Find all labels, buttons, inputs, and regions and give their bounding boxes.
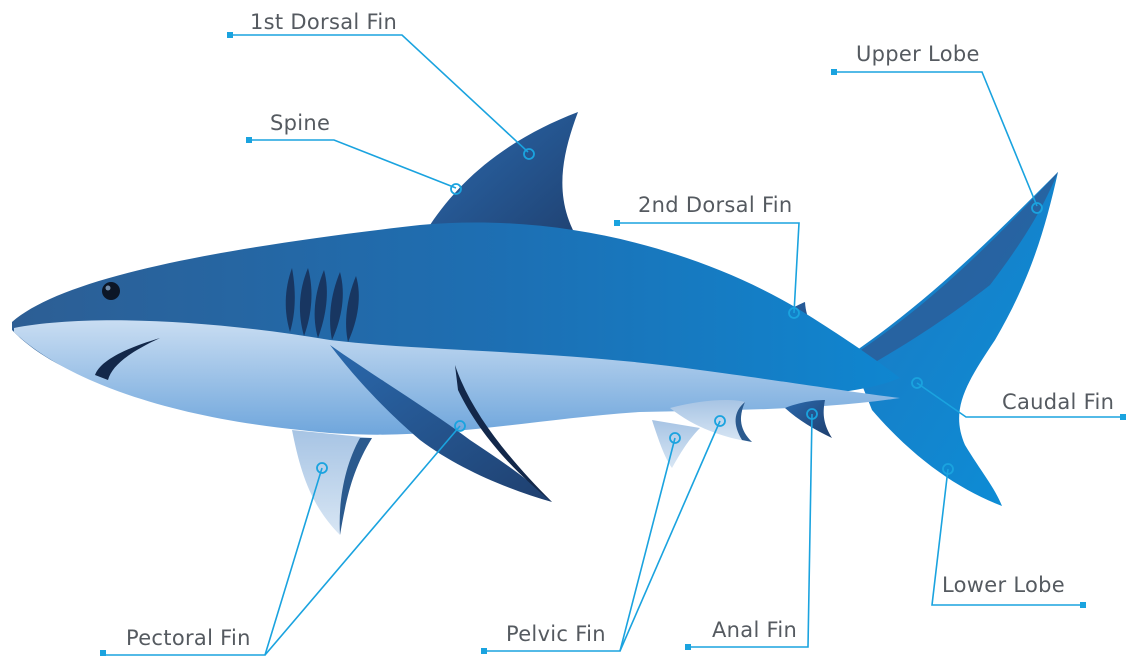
eye-highlight: [106, 286, 111, 291]
far-pelvic-fin: [652, 420, 700, 468]
label-lower-lobe: Lower Lobe: [942, 573, 1065, 597]
label-spine: Spine: [270, 111, 330, 135]
eye: [102, 282, 120, 300]
label-second-dorsal-fin: 2nd Dorsal Fin: [638, 193, 793, 217]
label-upper-lobe: Upper Lobe: [856, 42, 980, 66]
label-anal-fin: Anal Fin: [712, 618, 797, 642]
label-pelvic-fin: Pelvic Fin: [506, 622, 606, 646]
label-pectoral-fin: Pectoral Fin: [126, 626, 251, 650]
shark: [12, 112, 1058, 535]
label-caudal-fin: Caudal Fin: [1002, 390, 1114, 414]
label-first-dorsal-fin: 1st Dorsal Fin: [250, 10, 397, 34]
